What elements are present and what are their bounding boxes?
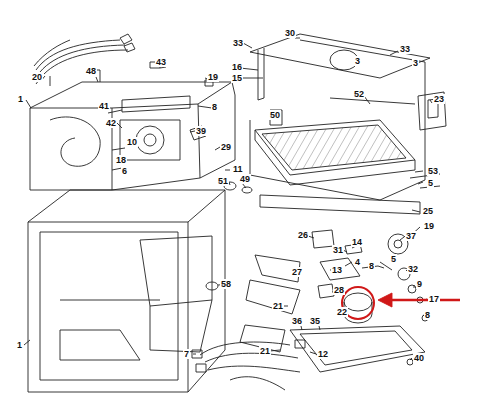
callout-number: 49 [239, 174, 251, 184]
callout-number: 11 [232, 164, 244, 174]
callout-number: 50 [269, 110, 281, 120]
callout-number: 20 [31, 72, 43, 82]
callout-number: 7 [183, 349, 190, 359]
callout-number: 31 [332, 245, 344, 255]
callout-number: 9 [416, 279, 423, 289]
callout-number: 53 [427, 166, 439, 176]
callout-number: 14 [351, 237, 363, 247]
callout-number: 26 [297, 230, 309, 240]
callout-number: 12 [317, 349, 329, 359]
callout-number: 13 [331, 265, 343, 275]
callout-number: 40 [413, 353, 425, 363]
callout-number: 21 [259, 346, 271, 356]
callout-number: 27 [291, 267, 303, 277]
callout-number: 30 [284, 28, 296, 38]
callout-number: 29 [220, 142, 232, 152]
callout-number: 36 [291, 316, 303, 326]
callout-number: 52 [353, 89, 365, 99]
callout-number: 15 [231, 73, 243, 83]
callout-number: 10 [126, 137, 138, 147]
callout-number: 4 [354, 257, 361, 267]
callout-number: 3 [412, 58, 419, 68]
callout-number: 16 [231, 62, 243, 72]
callout-number: 8 [211, 102, 218, 112]
callout-number: 18 [115, 155, 127, 165]
callout-number: 6 [121, 166, 128, 176]
callout-number: 28 [333, 285, 345, 295]
pointer-arrow [390, 299, 460, 302]
callout-number: 32 [407, 264, 419, 274]
callout-number: 33 [232, 38, 244, 48]
callout-number: 1 [16, 340, 23, 350]
callout-number: 1 [17, 94, 24, 104]
callout-number: 8 [368, 261, 375, 271]
callout-number: 3 [354, 56, 361, 66]
callout-number: 43 [155, 57, 167, 67]
callout-number: 51 [217, 176, 229, 186]
callout-number: 17 [428, 294, 440, 304]
callout-number: 37 [405, 231, 417, 241]
callout-number: 5 [390, 254, 397, 264]
callout-number: 35 [309, 316, 321, 326]
callout-number: 21 [272, 301, 284, 311]
callout-number: 19 [423, 221, 435, 231]
callout-number: 41 [98, 101, 110, 111]
callout-number: 22 [336, 307, 348, 317]
callout-number: 48 [85, 66, 97, 76]
pointer-arrowhead [378, 293, 392, 307]
callout-number: 8 [424, 310, 431, 320]
callout-number: 5 [427, 178, 434, 188]
callout-number: 23 [433, 94, 445, 104]
callout-number: 42 [105, 118, 117, 128]
callout-number: 39 [195, 126, 207, 136]
callout-number: 33 [399, 44, 411, 54]
callout-number: 58 [220, 279, 232, 289]
callout-number: 19 [207, 72, 219, 82]
callout-number: 25 [422, 206, 434, 216]
